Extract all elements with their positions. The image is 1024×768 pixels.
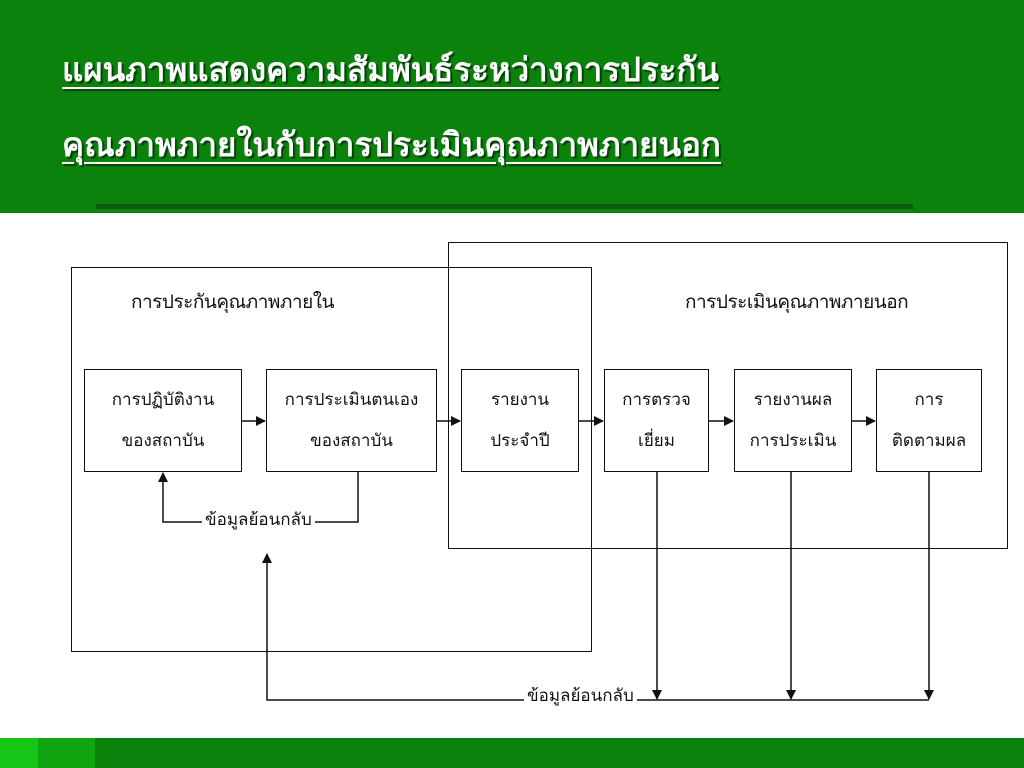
box-line-2: ประจำปี <box>490 430 550 451</box>
external-quality-assessment-frame <box>448 242 1008 549</box>
internal-quality-assurance-frame <box>71 267 592 652</box>
external-group-label: การประเมินคุณภาพภายนอก <box>685 291 909 313</box>
internal-group-label: การประกันคุณภาพภายใน <box>131 291 335 313</box>
box-line-1: รายงานผล <box>753 390 833 411</box>
box-line-1: การ <box>914 390 944 411</box>
box-institution-operation: การปฏิบัติงาน ของสถาบัน <box>84 369 242 472</box>
box-annual-report: รายงาน ประจำปี <box>461 369 579 472</box>
footer-bar <box>0 738 1024 768</box>
footer-accent-mid <box>38 738 95 768</box>
page-title-line-2: คุณภาพภายในกับการประเมินคุณภาพภายนอก <box>62 125 721 164</box>
box-line-2: การประเมิน <box>749 430 837 451</box>
box-line-2: ของสถาบัน <box>121 430 205 451</box>
box-line-2: เยี่ยม <box>638 430 675 451</box>
header-rule <box>96 204 913 209</box>
box-follow-up: การ ติดตามผล <box>876 369 982 472</box>
header-bar: แผนภาพแสดงความสัมพันธ์ระหว่างการประกัน ค… <box>0 0 1024 213</box>
internal-feedback-label: ข้อมูลย้อนกลับ <box>202 509 315 531</box>
page-title-line-1: แผนภาพแสดงความสัมพันธ์ระหว่างการประกัน <box>62 50 719 89</box>
external-feedback-label: ข้อมูลย้อนกลับ <box>524 685 637 707</box>
box-line-1: การปฏิบัติงาน <box>111 390 215 411</box>
box-line-2: ติดตามผล <box>891 430 967 451</box>
box-self-assessment: การประเมินตนเอง ของสถาบัน <box>266 369 437 472</box>
box-line-1: การประเมินตนเอง <box>284 390 419 411</box>
footer-accent-light <box>0 738 38 768</box>
external-feedback-line <box>262 553 929 701</box>
box-site-visit: การตรวจ เยี่ยม <box>604 369 709 472</box>
box-line-1: การตรวจ <box>622 390 691 411</box>
box-line-2: ของสถาบัน <box>310 430 393 451</box>
box-line-1: รายงาน <box>490 390 550 411</box>
box-assessment-report: รายงานผล การประเมิน <box>734 369 852 472</box>
